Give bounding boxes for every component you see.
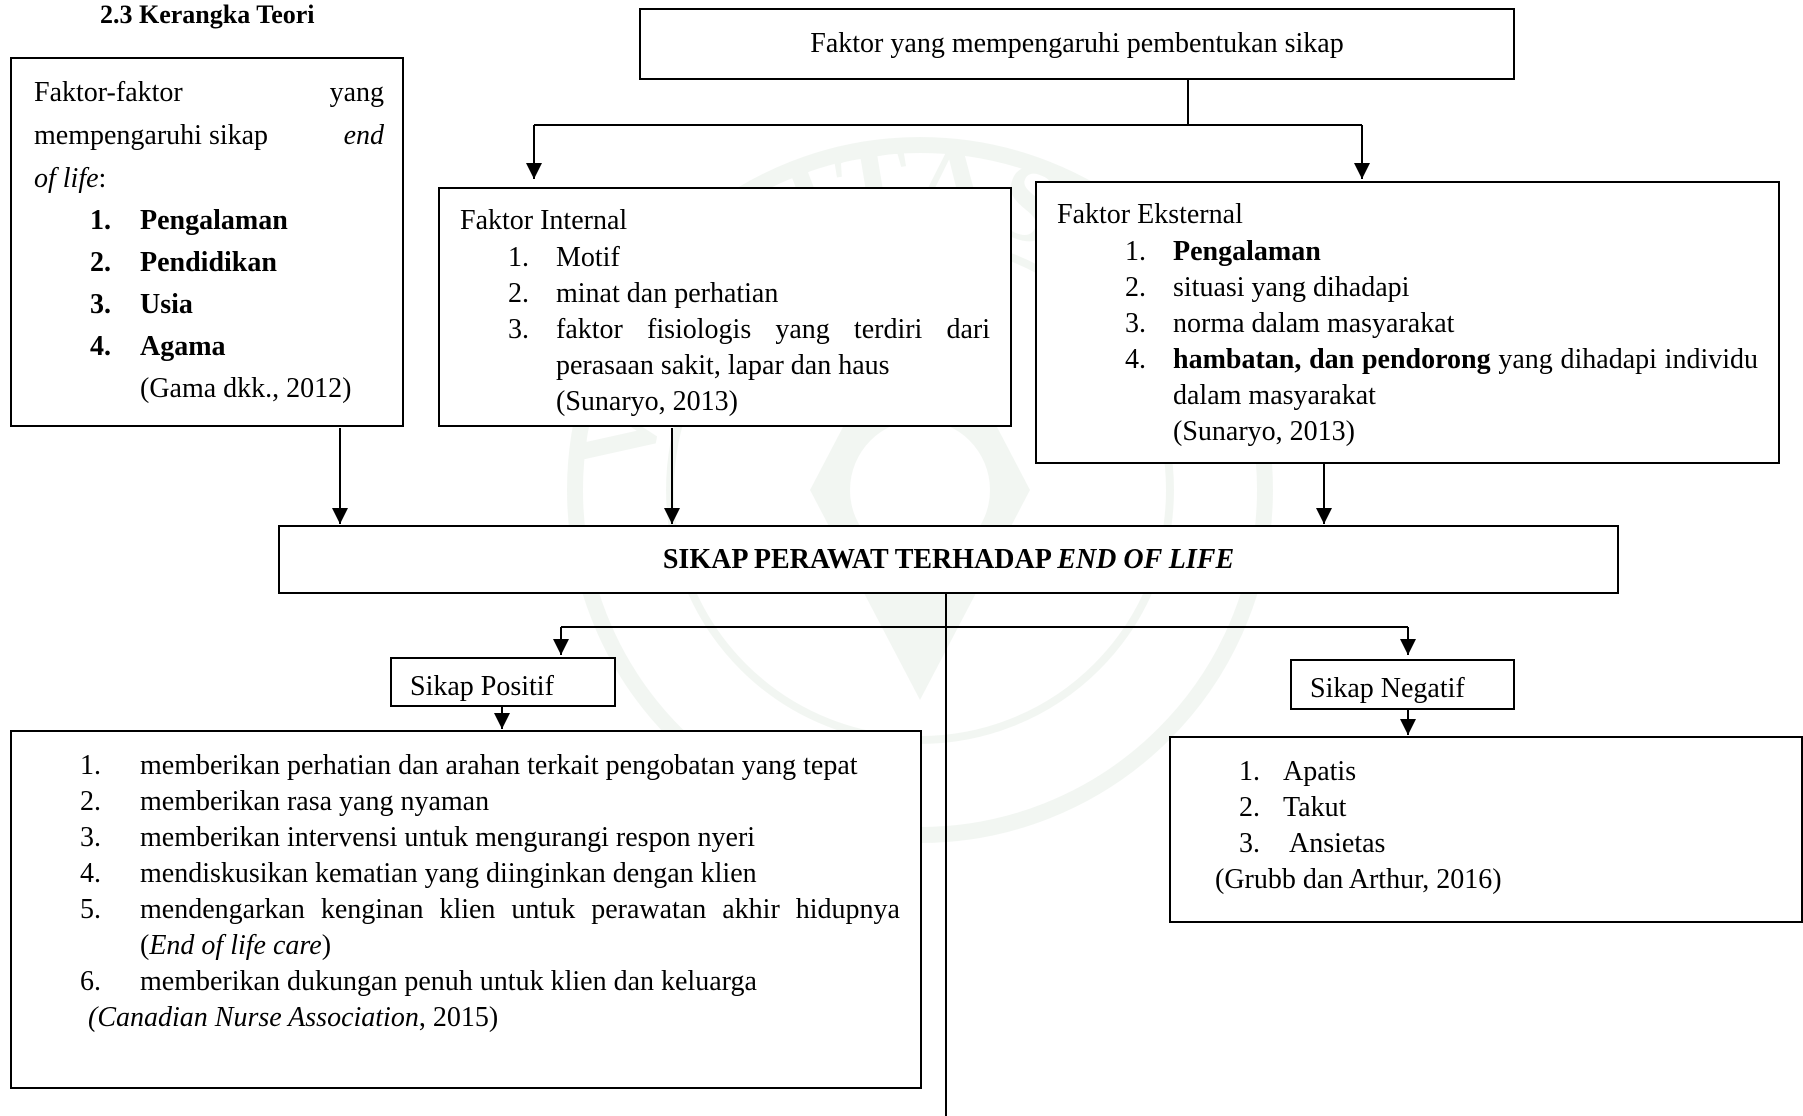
nurse-attitude-box: SIKAP PERAWAT TERHADAP END OF LIFE — [278, 525, 1619, 594]
left-intro-colon: : — [98, 163, 107, 194]
left-intro-line-2: mempengaruhi sikap — [34, 120, 269, 151]
negative-attitude-label-box: Sikap Negatif — [1290, 659, 1515, 710]
list-item: 4.mendiskusikan kematian yang diinginkan… — [80, 858, 757, 889]
positive-attitude-label-box: Sikap Positif — [390, 657, 616, 707]
list-item: 1.Apatis — [1239, 756, 1357, 787]
citation: (Canadian Nurse Association, 2015) — [88, 1002, 499, 1033]
list-item: 1.memberikan perhatian dan arahan terkai… — [80, 750, 858, 781]
formation-factors-box: Faktor yang mempengaruhi pembentukan sik… — [639, 8, 1515, 80]
list-item: 3.Usia — [90, 289, 193, 320]
list-item: 2.Takut — [1239, 792, 1347, 823]
list-item: 3.memberikan intervensi untuk mengurangi… — [80, 822, 756, 853]
nurse-attitude-title: SIKAP PERAWAT TERHADAP END OF LIFE — [662, 543, 1235, 575]
internal-factors-box: Faktor Internal 1.Motif 2.minat dan perh… — [438, 187, 1012, 427]
citation: (Gama dkk., 2012) — [140, 373, 352, 404]
list-item: 1.Pengalaman — [1125, 236, 1321, 267]
list-item: 6.memberikan dukungan penuh untuk klien … — [80, 966, 757, 997]
left-intro-word-1: Faktor-faktor — [34, 77, 183, 108]
negative-attitude-box: 1.Apatis 2.Takut 3.Ansietas (Grubb dan A… — [1169, 736, 1803, 923]
left-intro-italic: end — [343, 120, 384, 151]
list-item: 1.Pengalaman — [90, 205, 288, 236]
external-factors-box: Faktor Eksternal 1.Pengalaman 2.situasi … — [1035, 181, 1780, 464]
formation-factors-title: Faktor yang mempengaruhi pembentukan sik… — [810, 28, 1344, 59]
list-item: 3.faktor fisiologis yang terdiri dari pe… — [508, 314, 990, 381]
list-item: 4.hambatan, dan pendorong yang dihadapi … — [1125, 344, 1759, 411]
list-item: 3.norma dalam masyarakat — [1125, 308, 1455, 339]
list-item: 3.Ansietas — [1239, 828, 1386, 859]
left-intro-word-2: yang — [329, 77, 384, 108]
list-item: 2.Pendidikan — [90, 247, 277, 278]
internal-factors-title: Faktor Internal — [460, 205, 628, 236]
list-item: 4.Agama — [90, 331, 226, 362]
list-item: 5.mendengarkan kenginan klien untuk pera… — [80, 894, 900, 961]
positive-attitude-box: 1.memberikan perhatian dan arahan terkai… — [10, 730, 922, 1089]
citation: (Sunaryo, 2013) — [556, 386, 738, 417]
list-item: 2.minat dan perhatian — [508, 278, 779, 309]
external-factors-title: Faktor Eksternal — [1057, 199, 1243, 230]
negative-attitude-label: Sikap Negatif — [1310, 673, 1465, 704]
citation: (Sunaryo, 2013) — [1173, 416, 1355, 447]
list-item: 1.Motif — [508, 242, 620, 273]
citation: (Grubb dan Arthur, 2016) — [1215, 864, 1502, 895]
list-item: 2.situasi yang dihadapi — [1125, 272, 1410, 303]
positive-attitude-label: Sikap Positif — [410, 671, 554, 702]
section-heading: 2.3 Kerangka Teori — [100, 0, 315, 29]
end-of-life-factors-box: Faktor-faktor yang mempengaruhi sikap en… — [10, 57, 404, 427]
list-item: 2.memberikan rasa yang nyaman — [80, 786, 490, 817]
left-intro-italic-2: of life — [34, 163, 99, 194]
